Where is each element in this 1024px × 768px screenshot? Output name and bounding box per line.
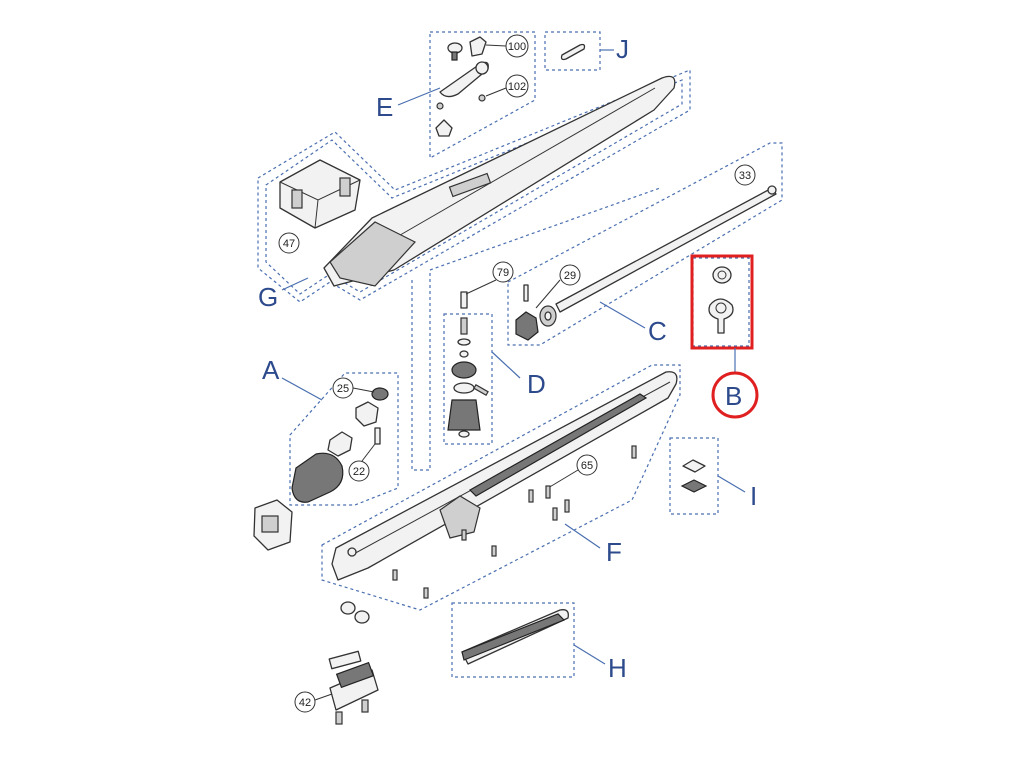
group-d-label: D bbox=[527, 369, 546, 399]
pad-2 bbox=[680, 479, 708, 493]
callout-65-text: 65 bbox=[581, 460, 593, 472]
group-h-outline bbox=[451, 602, 575, 678]
callout-25-text: 25 bbox=[337, 383, 349, 395]
callout-33 bbox=[734, 164, 756, 186]
group-e: E 100 102 bbox=[376, 31, 536, 160]
group-g-label: G bbox=[258, 282, 278, 312]
pad-1 bbox=[682, 459, 706, 473]
group-f-label: F bbox=[606, 537, 622, 567]
callout-22 bbox=[348, 460, 370, 482]
key-part bbox=[708, 298, 734, 334]
group-a: A 25 22 bbox=[262, 355, 399, 506]
callout-22-text: 22 bbox=[353, 466, 365, 478]
group-i: I bbox=[669, 437, 757, 515]
callout-47-text: 47 bbox=[283, 238, 295, 250]
bushing-small-1 bbox=[340, 601, 356, 615]
callout-47 bbox=[278, 232, 300, 254]
group-j: J bbox=[544, 31, 629, 71]
bushing-small-2 bbox=[354, 610, 370, 624]
group-d: D 79 bbox=[443, 261, 546, 445]
callout-79-text: 79 bbox=[497, 267, 509, 279]
callout-100-text: 100 bbox=[508, 41, 526, 53]
callout-102 bbox=[505, 74, 529, 98]
group-i-label: I bbox=[750, 481, 757, 511]
group-j-outline bbox=[544, 31, 601, 71]
group-b-label: B bbox=[725, 381, 742, 411]
group-b-highlight-circle bbox=[711, 371, 759, 419]
group-a-label: A bbox=[262, 355, 280, 385]
group-f-outline bbox=[321, 364, 681, 611]
callout-79 bbox=[492, 261, 514, 283]
group-e-label: E bbox=[376, 92, 393, 122]
callout-42 bbox=[294, 691, 316, 713]
group-g: G 47 bbox=[257, 69, 691, 312]
motor-body bbox=[291, 452, 344, 503]
group-b-highlight-box bbox=[690, 254, 754, 350]
screw-shaft bbox=[555, 187, 777, 313]
group-g-outline-outer bbox=[257, 69, 691, 303]
group-h: H bbox=[451, 602, 627, 683]
group-j-label: J bbox=[616, 34, 629, 64]
group-h-label: H bbox=[608, 653, 627, 683]
terminal-block: 42 bbox=[294, 650, 379, 725]
pin-part bbox=[560, 43, 586, 61]
gear-nut bbox=[515, 311, 539, 341]
group-f: F 65 bbox=[321, 187, 681, 611]
callout-33-text: 33 bbox=[739, 170, 751, 182]
group-b: B bbox=[690, 254, 759, 419]
callout-29-text: 29 bbox=[564, 270, 576, 282]
gear-lower bbox=[447, 399, 481, 431]
group-a-outline bbox=[289, 372, 399, 506]
group-c-label: C bbox=[648, 316, 667, 346]
callout-42-text: 42 bbox=[299, 697, 311, 709]
callout-65 bbox=[576, 454, 598, 476]
cap-part-100 bbox=[469, 36, 487, 57]
group-i-outline bbox=[669, 437, 719, 515]
group-c-outline bbox=[507, 142, 783, 346]
bushing-part bbox=[712, 266, 732, 284]
cap-47 bbox=[279, 159, 361, 229]
group-d-outline bbox=[443, 313, 493, 445]
group-c: C 33 29 bbox=[507, 142, 783, 346]
callout-102-text: 102 bbox=[508, 81, 526, 93]
gear-upper bbox=[451, 361, 477, 379]
callout-29 bbox=[559, 264, 581, 286]
group-g-outline-inner bbox=[265, 79, 683, 295]
gear-plate bbox=[327, 431, 353, 457]
